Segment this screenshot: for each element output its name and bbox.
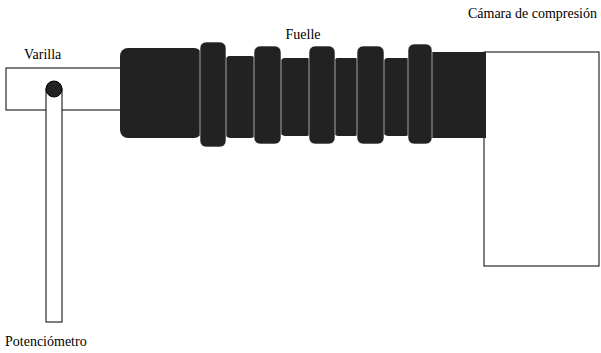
compression-chamber (484, 52, 599, 266)
bellows-ring (408, 44, 432, 144)
part-label: Varilla (24, 47, 61, 63)
part-label: Cámara de compresión (468, 6, 597, 22)
potentiometer-shaft (46, 89, 62, 322)
bellows-rings (200, 42, 432, 147)
bellows-ring (357, 46, 384, 144)
potentiometer-pivot (46, 81, 62, 97)
part-label: Fuelle (286, 27, 321, 43)
bellows-ring (333, 58, 360, 136)
bellows-ring (383, 58, 411, 136)
bellows-ring (309, 46, 335, 144)
bellows-base (120, 48, 202, 138)
bellows-ring (225, 56, 256, 138)
bellows-ring (200, 42, 226, 147)
rod (6, 68, 122, 110)
bellows-tube (428, 52, 486, 138)
bellows-ring (254, 46, 281, 144)
bellows-ring (280, 58, 312, 136)
part-label: Potenciómetro (5, 334, 87, 350)
